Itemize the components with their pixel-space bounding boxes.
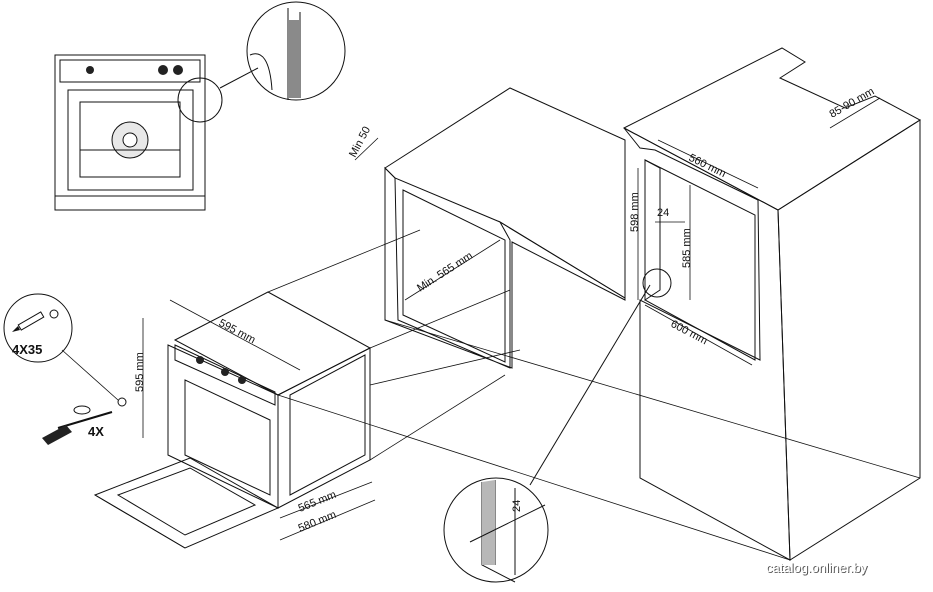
guide-line: [267, 229, 421, 293]
inset-oven-panel: [59, 59, 201, 83]
dimension-lines: [142, 97, 881, 541]
dim-line-560: [657, 139, 759, 189]
zoom-bottom-arrow: [469, 504, 546, 543]
tall-cabinet-niche-side: [644, 159, 661, 301]
label-detail-24: 24: [511, 500, 523, 512]
inset-oven-base: [54, 195, 206, 211]
zoom-detail-edge: [246, 1, 346, 101]
screw-inset-connector: [61, 349, 119, 401]
zoom-bottom-fill: [482, 480, 495, 565]
label-585: 585 mm: [681, 228, 693, 268]
label-min-50: Min 50: [347, 125, 373, 160]
washer-icon: [49, 309, 59, 319]
inset-connector: [219, 67, 259, 89]
oven-knob-right: [238, 376, 246, 384]
zoom-bottom-link: [529, 284, 651, 486]
dim-line-min50: [354, 137, 379, 161]
tall-cabinet: [622, 47, 921, 561]
inset-oven-front: [54, 54, 259, 211]
dim-line-580: [279, 499, 376, 541]
oven-side-panel: [289, 354, 366, 496]
zoom-bottom-circle: [443, 477, 549, 583]
zoom-detail-bottom: [443, 268, 672, 583]
dim-line-565: [279, 481, 373, 519]
dim-line-595-width: [169, 299, 301, 371]
dim-line-min565: [404, 239, 501, 301]
dim-line-600: [644, 304, 753, 366]
guide-line: [369, 374, 506, 461]
zoom-edge-circle: [246, 1, 346, 101]
oven-knob-mid: [221, 368, 229, 376]
zoom-bottom-marker: [642, 268, 672, 298]
screw-inset-circle: [3, 293, 73, 363]
label-4x: 4X: [88, 424, 104, 439]
oven-cavity: [184, 379, 271, 496]
label-min-565: Min. 565 mm: [415, 250, 475, 295]
guide-line: [369, 289, 511, 349]
oven-top: [173, 291, 372, 396]
oven-door-glass: [116, 467, 257, 536]
zoom-edge-seal: [288, 20, 300, 98]
label-oven-595-height: 595 mm: [134, 352, 146, 392]
guide-line: [277, 394, 791, 561]
counter-front-frame: [384, 166, 626, 369]
guide-line: [369, 349, 521, 386]
tall-cabinet-top: [622, 47, 921, 211]
inset-oven-knob-1: [86, 66, 94, 74]
inset-oven-cavity: [67, 89, 194, 191]
label-598: 598 mm: [629, 192, 641, 232]
counter-cabinet: [384, 87, 626, 369]
inset-oven-knob-2: [158, 65, 168, 75]
screw-target-marker: [117, 397, 127, 407]
oven-base-line: [94, 494, 186, 549]
label-oven-595-width: 595 mm: [217, 317, 258, 346]
label-24: 24: [657, 207, 669, 219]
label-560: 560 mm: [687, 152, 728, 180]
inset-fan-hub: [122, 132, 138, 148]
guide-line: [384, 319, 921, 479]
watermark: catalog.onliner.by: [766, 560, 868, 575]
label-600: 600 mm: [669, 318, 710, 347]
watermark-shadow: catalog.onliner.by: [767, 561, 869, 576]
dim-line-85-90: [829, 97, 881, 129]
screwdriver-icon: [42, 405, 113, 445]
inset-oven-back: [79, 101, 181, 178]
guide-lines: [267, 229, 921, 561]
inset-detail-marker: [177, 77, 223, 123]
inset-oven-knob-3: [173, 65, 183, 75]
counter-niche: [402, 189, 506, 363]
tall-cabinet-front: [623, 127, 791, 561]
oven-knob-left: [196, 356, 204, 364]
tall-cabinet-side: [777, 119, 921, 561]
oven-side: [277, 347, 371, 509]
screw-inset: [3, 293, 127, 407]
label-4x35: 4X35: [12, 342, 42, 357]
screw-icon: [12, 311, 45, 332]
